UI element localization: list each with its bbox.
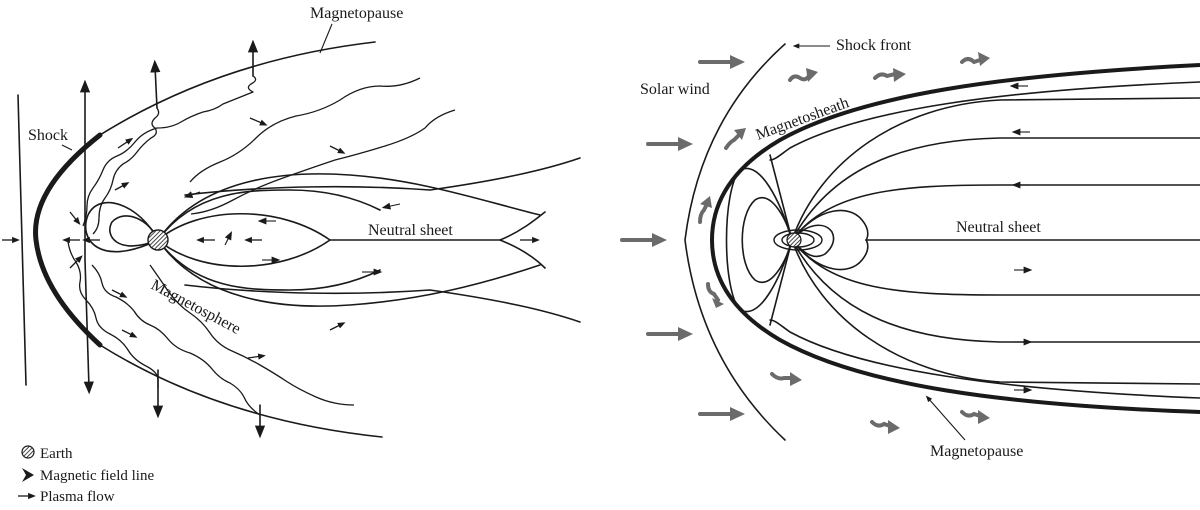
label-solar-wind: Solar wind — [640, 81, 710, 98]
sheath-arrow-3 — [960, 57, 982, 65]
field-arrow-dayloop — [224, 231, 232, 246]
field-line-vertical-2 — [150, 59, 161, 109]
solar-wind-arrow-5-head — [730, 407, 745, 421]
earth-ring-inner — [781, 232, 815, 248]
tail-outer-lower — [184, 284, 581, 323]
sheath-arrow-5-head — [700, 196, 712, 208]
sheath-arrow-8-head — [888, 420, 900, 434]
magnetopause-pointer — [319, 23, 333, 54]
dayside-loop-right-outer — [725, 167, 793, 313]
neutral-sheet-flare — [499, 239, 546, 269]
solar-wind-arrow-1-head — [730, 55, 745, 69]
plasma-flow-arrow-9 — [121, 329, 138, 338]
nightside-loop-inner — [157, 212, 331, 268]
legend-field-line-arrow-icon — [22, 468, 34, 482]
sheath-arrow-1-head — [806, 68, 818, 82]
sheath-flow-arrows — [698, 52, 990, 434]
magnetopause-lower — [99, 344, 383, 438]
legend: Earth Magnetic field line Plasma flow — [18, 445, 154, 505]
legend-field-line-label: Magnetic field line — [40, 468, 154, 484]
sheath-inner-lower — [769, 319, 1200, 399]
earth-right-icon — [786, 232, 802, 248]
sheath-arrow-3-head — [978, 52, 990, 66]
plasma-flow-arrow-13 — [117, 137, 134, 149]
sheath-inner-upper — [769, 81, 1200, 161]
label-magnetopause-right: Magnetopause — [930, 443, 1023, 460]
plasma-flow-arrow-11 — [247, 353, 266, 360]
tail-right-6 — [791, 239, 1200, 385]
magnetopause-pointer-right — [925, 395, 966, 441]
wavy-line-upper-2 — [92, 107, 160, 235]
earth-icon — [147, 229, 169, 251]
dayside-loop-1 — [84, 201, 159, 253]
sheath-arrow-2-head — [893, 68, 906, 82]
sheath-arrow-5 — [698, 204, 708, 224]
tail-outer-upper — [184, 157, 581, 196]
solar-wind-arrow-4-head — [678, 327, 693, 341]
sheath-arrow-9 — [960, 410, 982, 418]
sheath-arrow-4 — [724, 134, 740, 150]
magnetopause-upper — [99, 41, 376, 136]
plasma-flow-arrow-14 — [69, 211, 81, 226]
label-magnetopause-left: Magnetopause — [310, 5, 403, 22]
solar-wind-arrow-3-head — [652, 233, 667, 247]
label-neutral-sheet-left: Neutral sheet — [368, 222, 453, 239]
solar-wind-arrows — [620, 55, 745, 421]
field-line-vertical-1 — [79, 79, 94, 395]
nightside-loop-right-1 — [791, 209, 869, 271]
earth-ring-outer — [773, 229, 823, 251]
shock-pointer — [61, 144, 73, 151]
sheath-arrow-9-head — [978, 410, 990, 424]
field-arrow-outer-upper — [183, 191, 201, 198]
plasma-flow-arrow-2 — [329, 145, 346, 154]
label-shock: Shock — [28, 127, 68, 144]
wavy-line-upper-3 — [189, 77, 421, 183]
magnetopause-outer-right — [709, 63, 1200, 414]
tail-right-2 — [791, 137, 1200, 241]
sheath-arrow-4-head — [734, 128, 746, 140]
wavy-line-lower-2 — [91, 264, 261, 416]
nightside-loop-mid — [157, 189, 381, 241]
tail-line-upper — [157, 173, 541, 241]
legend-plasma-flow-label: Plasma flow — [40, 489, 115, 505]
shock-front-curve — [684, 43, 786, 441]
tail-line-lower — [157, 239, 541, 307]
legend-earth-label: Earth — [40, 446, 73, 462]
cusp-line-lower — [769, 239, 793, 326]
sheath-arrow-6-head — [712, 298, 724, 308]
magnetopause-boundary — [33, 132, 103, 348]
plasma-flow-arrow-8 — [111, 289, 128, 298]
right-panel: Shock front Solar wind Magnetosheath Neu… — [620, 37, 1200, 460]
tail-right-1 — [791, 97, 1200, 241]
nightside-loop-right-2 — [791, 224, 835, 258]
sheath-arrow-8 — [870, 420, 892, 428]
plasma-flow-arrow-15 — [69, 255, 83, 269]
legend-earth-icon — [21, 445, 35, 459]
cusp-line-upper — [769, 154, 793, 241]
field-line-upper-tail — [190, 109, 456, 215]
field-arrow-upper-tail — [381, 202, 401, 210]
label-neutral-sheet-right: Neutral sheet — [956, 219, 1041, 236]
wavy-line-lower-1 — [67, 241, 159, 388]
dayside-loop-2 — [109, 215, 159, 247]
sheath-arrow-6 — [706, 282, 720, 302]
label-magnetosheath: Magnetosheath — [754, 94, 852, 143]
wavy-line-upper-1 — [82, 75, 257, 227]
plasma-flow-arrow-10 — [329, 322, 346, 331]
plasma-flow-arrow-1 — [249, 117, 268, 126]
plasma-flow-arrow-3 — [114, 182, 130, 191]
solar-wind-arrow-2-head — [678, 137, 693, 151]
label-shock-front: Shock front — [836, 37, 912, 54]
tail-right-5 — [791, 239, 1200, 343]
left-panel: Magnetopause Shock Neutral sheet Magneto… — [2, 5, 581, 505]
dayside-loop-right-mid — [741, 197, 793, 283]
sheath-arrow-7-head — [790, 372, 802, 386]
wavy-line-lower-3 — [149, 264, 355, 406]
nightside-loop-lower — [157, 239, 381, 291]
sheath-arrow-2 — [873, 72, 897, 80]
shock-line — [17, 94, 27, 386]
sheath-arrow-7 — [770, 372, 794, 381]
